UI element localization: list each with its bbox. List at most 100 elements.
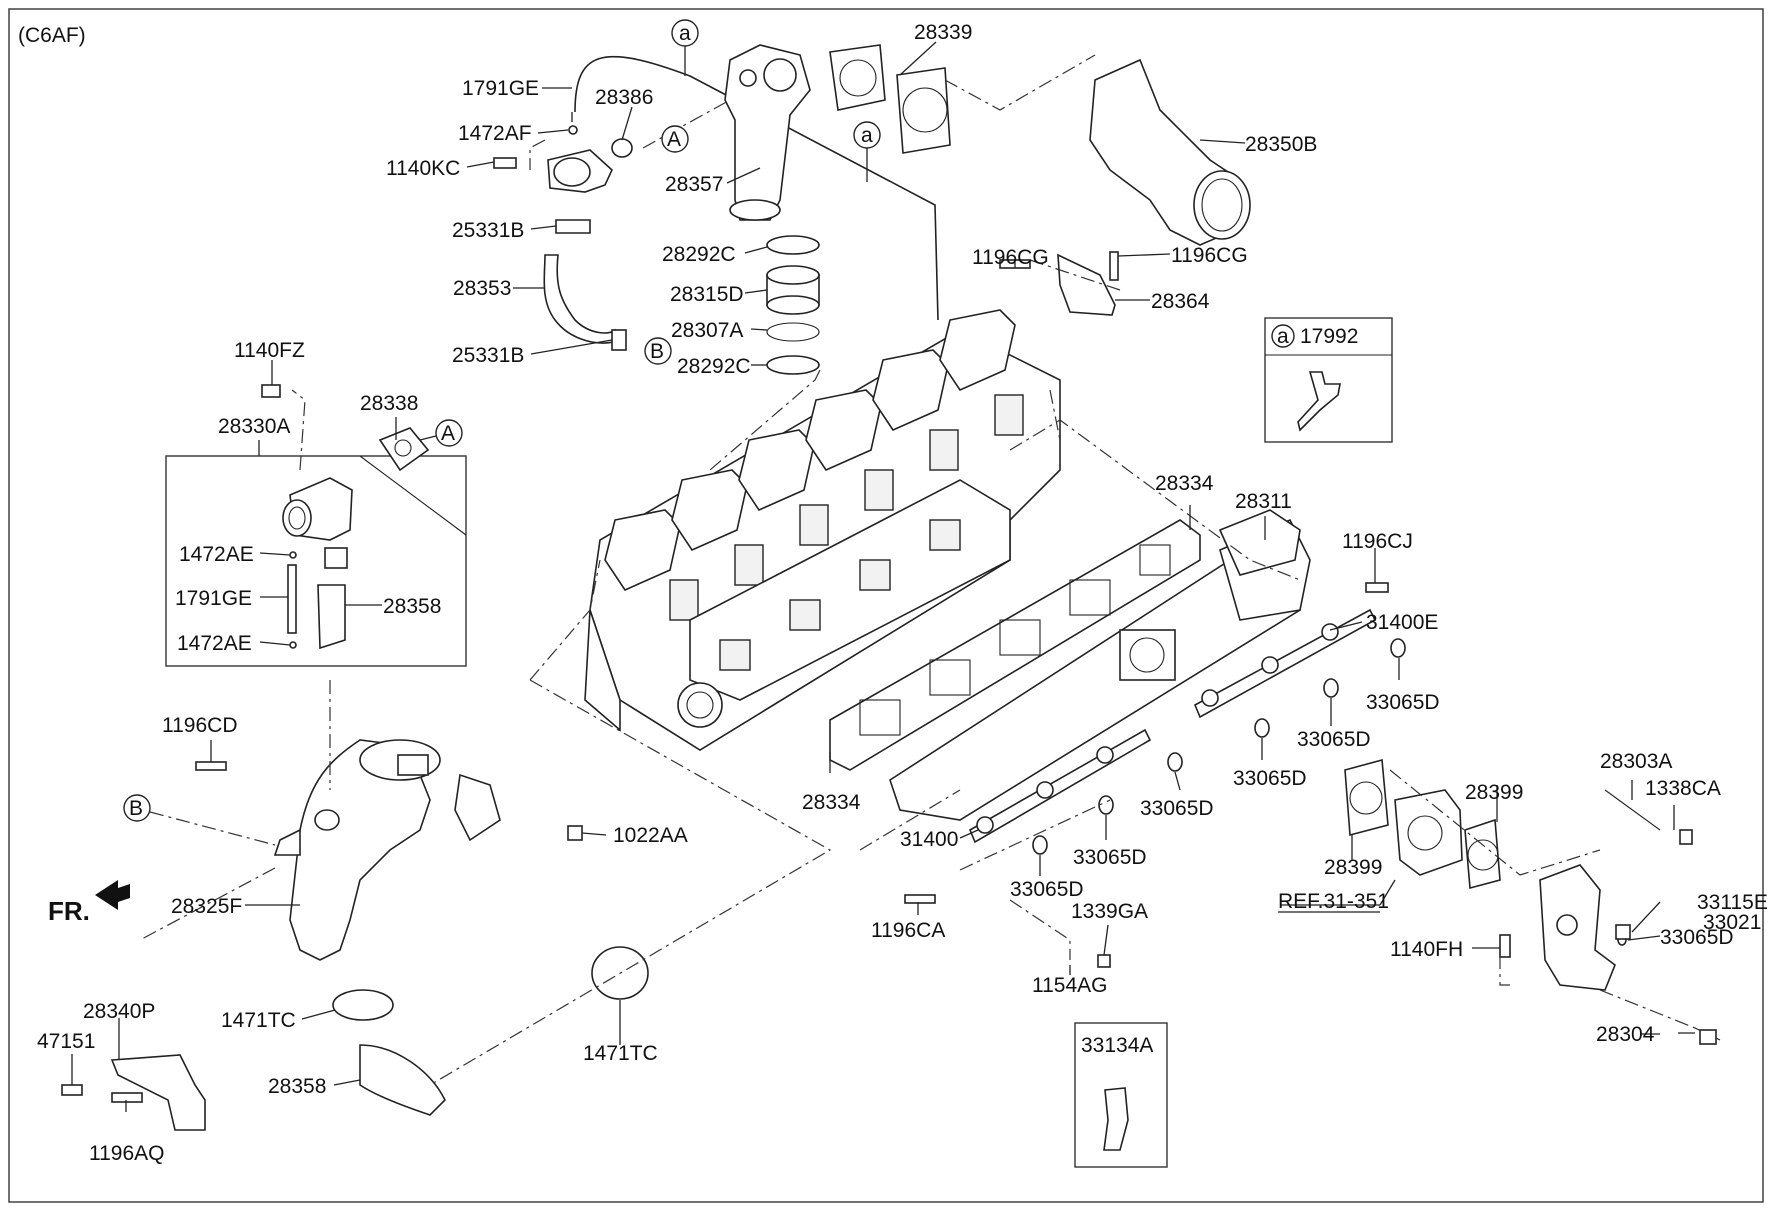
- legend-ref-circle: [1271, 324, 1295, 348]
- label-1472AE-bot[interactable]: 1472AE: [177, 632, 252, 655]
- label-33065D-d[interactable]: 33065D: [1140, 797, 1214, 820]
- label-33065D-a[interactable]: 33065D: [1366, 691, 1440, 714]
- label-33065D-f[interactable]: 33065D: [1010, 878, 1084, 901]
- label-28330A[interactable]: 28330A: [218, 415, 290, 438]
- label-28357[interactable]: 28357: [665, 173, 723, 196]
- label-31400E[interactable]: 31400E: [1366, 611, 1438, 634]
- label-28339[interactable]: 28339: [914, 21, 972, 44]
- label-28315D[interactable]: 28315D: [670, 283, 744, 306]
- label-33021[interactable]: 33021: [1703, 911, 1761, 934]
- exhaust-manifold-drawing: [889, 509, 1311, 821]
- callout-B-left: B: [123, 794, 276, 846]
- nut-1338CA-drawing: [1679, 829, 1693, 845]
- egr-cooler-elbow-drawing: [1499, 864, 1631, 991]
- clip-17992-drawing: [1297, 371, 1341, 432]
- label-33065D-g[interactable]: 33065D: [1660, 926, 1734, 949]
- cylinder-head-drawing: [584, 309, 1061, 751]
- callout-B-top-letter: B: [650, 340, 664, 363]
- inset-box-33134A: 33134A: [1074, 1022, 1168, 1168]
- callout-a-mid-letter: a: [861, 124, 873, 147]
- leader-lines: [71, 41, 1695, 1112]
- diagram-code: (C6AF): [18, 24, 86, 47]
- clamp-1471TC-left-drawing: [332, 989, 394, 1021]
- bracket-28340P-drawing: [110, 1054, 206, 1131]
- oring-28386-drawing: [611, 138, 633, 158]
- label-33065D-b[interactable]: 33065D: [1297, 728, 1371, 751]
- front-arrow-icon: [95, 880, 130, 910]
- legend-part-number: 17992: [1300, 325, 1358, 348]
- callout-A-top-letter: A: [667, 128, 681, 151]
- callout-a-top: a: [671, 19, 699, 76]
- label-1140FH[interactable]: 1140FH: [1390, 938, 1463, 961]
- label-1022AA[interactable]: 1022AA: [613, 824, 688, 847]
- label-28307A[interactable]: 28307A: [671, 319, 743, 342]
- thermostat-housing-drawing: [493, 125, 613, 234]
- front-marker-text: FR.: [48, 896, 90, 926]
- label-1196CJ[interactable]: 1196CJ: [1342, 530, 1413, 553]
- callout-A-left: A: [419, 419, 463, 447]
- label-28364[interactable]: 28364: [1151, 290, 1210, 313]
- label-28334-bot[interactable]: 28334: [802, 791, 861, 814]
- label-1791GE-top[interactable]: 1791GE: [462, 77, 539, 100]
- label-28358-mid[interactable]: 28358: [383, 595, 441, 618]
- label-28334-top[interactable]: 28334: [1155, 472, 1214, 495]
- pipe-28350B-drawing: [1089, 58, 1251, 246]
- label-47151[interactable]: 47151: [37, 1030, 95, 1053]
- label-28292C-top[interactable]: 28292C: [662, 243, 736, 266]
- label-28311[interactable]: 28311: [1235, 490, 1292, 513]
- label-25331B-top[interactable]: 25331B: [452, 219, 524, 242]
- label-28399-right[interactable]: 28399: [1465, 781, 1523, 804]
- legend-box: a 17992: [1264, 317, 1393, 443]
- label-25331B-bot[interactable]: 25331B: [452, 344, 524, 367]
- label-28353[interactable]: 28353: [453, 277, 511, 300]
- diagram-border: [8, 8, 1764, 1203]
- label-1196CD[interactable]: 1196CD: [162, 714, 238, 737]
- callout-a-mid: a: [853, 121, 881, 182]
- label-1338CA[interactable]: 1338CA: [1645, 777, 1721, 800]
- bolt-47151-drawing: [61, 1084, 83, 1096]
- legend-ref-letter: a: [1277, 325, 1289, 348]
- callout-A-top: A: [661, 125, 689, 153]
- hose-28358-bottom-drawing: [359, 1044, 446, 1116]
- label-1196CG-right[interactable]: 1196CG: [1171, 244, 1248, 267]
- label-1154AG[interactable]: 1154AG: [1032, 974, 1108, 997]
- label-28340P[interactable]: 28340P: [83, 1000, 155, 1023]
- label-1471TC-left[interactable]: 1471TC: [221, 1009, 296, 1032]
- label-1791GE-mid[interactable]: 1791GE: [175, 587, 252, 610]
- fuel-rail-drawings: [968, 608, 1377, 844]
- label-1140FZ[interactable]: 1140FZ: [234, 339, 305, 362]
- label-1196CA[interactable]: 1196CA: [871, 919, 945, 942]
- elbow-28357-drawing: [724, 44, 811, 221]
- label-31400[interactable]: 31400: [900, 828, 958, 851]
- label-33115E[interactable]: 33115E: [1697, 891, 1768, 914]
- label-28303A[interactable]: 28303A: [1600, 750, 1672, 773]
- label-33065D-e[interactable]: 33065D: [1073, 846, 1147, 869]
- label-28399-left[interactable]: 28399: [1324, 856, 1382, 879]
- label-1472AF[interactable]: 1472AF: [458, 122, 532, 145]
- hose-28353-drawing: [543, 254, 622, 344]
- ref-label[interactable]: REF.31-351: [1278, 890, 1389, 913]
- label-33065D-c[interactable]: 33065D: [1233, 767, 1307, 790]
- label-28325F[interactable]: 28325F: [171, 895, 242, 918]
- hose-33134A-drawing: [1103, 1087, 1129, 1151]
- coupling-stack-drawing: [766, 235, 820, 375]
- label-1196AQ[interactable]: 1196AQ: [89, 1142, 165, 1165]
- label-28292C-bot[interactable]: 28292C: [677, 355, 751, 378]
- inset-box-label: 33134A: [1081, 1034, 1153, 1057]
- callout-B-left-letter: B: [129, 797, 143, 820]
- nut-1022AA-drawing: [567, 825, 583, 841]
- label-28386[interactable]: 28386: [595, 86, 653, 109]
- label-1472AE-top[interactable]: 1472AE: [179, 543, 254, 566]
- label-1471TC-right[interactable]: 1471TC: [583, 1042, 658, 1065]
- label-1339GA[interactable]: 1339GA: [1071, 900, 1148, 923]
- label-28358-bot[interactable]: 28358: [268, 1075, 326, 1098]
- gasket-28339-drawing: [829, 44, 951, 154]
- label-1140KC[interactable]: 1140KC: [386, 157, 460, 180]
- label-28350B[interactable]: 28350B: [1245, 133, 1317, 156]
- label-1196CG-left[interactable]: 1196CG: [972, 246, 1049, 269]
- callout-A-left-letter: A: [441, 422, 455, 445]
- label-28304[interactable]: 28304: [1596, 1023, 1655, 1046]
- label-28338[interactable]: 28338: [360, 392, 418, 415]
